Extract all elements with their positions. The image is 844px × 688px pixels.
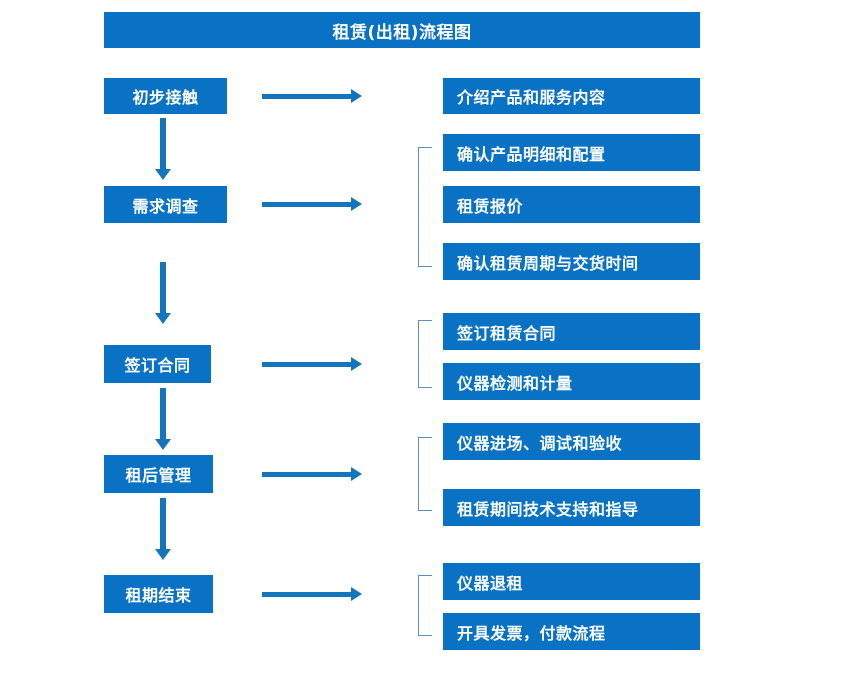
arrow-head <box>155 549 171 560</box>
detail-box-3-1[interactable]: 签订租赁合同 <box>443 313 700 350</box>
horizontal-arrow-icon-5 <box>262 587 362 601</box>
stage-box-2[interactable]: 需求调查 <box>104 186 227 223</box>
arrow-head <box>351 89 362 103</box>
horizontal-arrow-icon-3 <box>262 357 362 371</box>
arrow-shaft <box>160 262 166 313</box>
arrow-shaft <box>262 592 352 597</box>
detail-box-3-2[interactable]: 仪器检测和计量 <box>443 363 700 400</box>
arrow-shaft <box>160 118 166 169</box>
arrow-shaft <box>262 202 352 207</box>
detail-box-2-1[interactable]: 确认产品明细和配置 <box>443 134 700 171</box>
detail-box-2-3[interactable]: 确认租赁周期与交货时间 <box>443 243 700 280</box>
horizontal-arrow-icon-2 <box>262 197 362 211</box>
group-bracket-5 <box>418 575 432 636</box>
vertical-arrow-icon-3 <box>155 388 171 450</box>
detail-box-4-1[interactable]: 仪器进场、调试和验收 <box>443 423 700 460</box>
detail-box-1-1[interactable]: 介绍产品和服务内容 <box>443 78 700 114</box>
arrow-shaft <box>262 94 352 99</box>
detail-box-4-2[interactable]: 租赁期间技术支持和指导 <box>443 489 700 526</box>
arrow-head <box>351 357 362 371</box>
group-bracket-4 <box>418 437 432 511</box>
vertical-arrow-icon-1 <box>155 118 171 180</box>
detail-box-5-1[interactable]: 仪器退租 <box>443 563 700 600</box>
horizontal-arrow-icon-1 <box>262 89 362 103</box>
arrow-shaft <box>160 498 166 549</box>
arrow-shaft <box>160 388 166 439</box>
diagram-title: 租赁(出租)流程图 <box>104 12 700 48</box>
horizontal-arrow-icon-4 <box>262 467 362 481</box>
stage-box-4[interactable]: 租后管理 <box>104 455 213 493</box>
detail-box-2-2[interactable]: 租赁报价 <box>443 186 700 223</box>
vertical-arrow-icon-4 <box>155 498 171 560</box>
arrow-head <box>351 197 362 211</box>
group-bracket-3 <box>418 320 432 388</box>
stage-box-3[interactable]: 签订合同 <box>104 345 211 383</box>
arrow-shaft <box>262 472 352 477</box>
arrow-head <box>351 587 362 601</box>
arrow-head <box>351 467 362 481</box>
vertical-arrow-icon-2 <box>155 262 171 324</box>
arrow-head <box>155 169 171 180</box>
stage-box-5[interactable]: 租期结束 <box>104 575 213 613</box>
arrow-head <box>155 439 171 450</box>
stage-box-1[interactable]: 初步接触 <box>104 78 227 114</box>
arrow-shaft <box>262 362 352 367</box>
group-bracket-2 <box>418 147 432 267</box>
detail-box-5-2[interactable]: 开具发票，付款流程 <box>443 613 700 650</box>
arrow-head <box>155 313 171 324</box>
